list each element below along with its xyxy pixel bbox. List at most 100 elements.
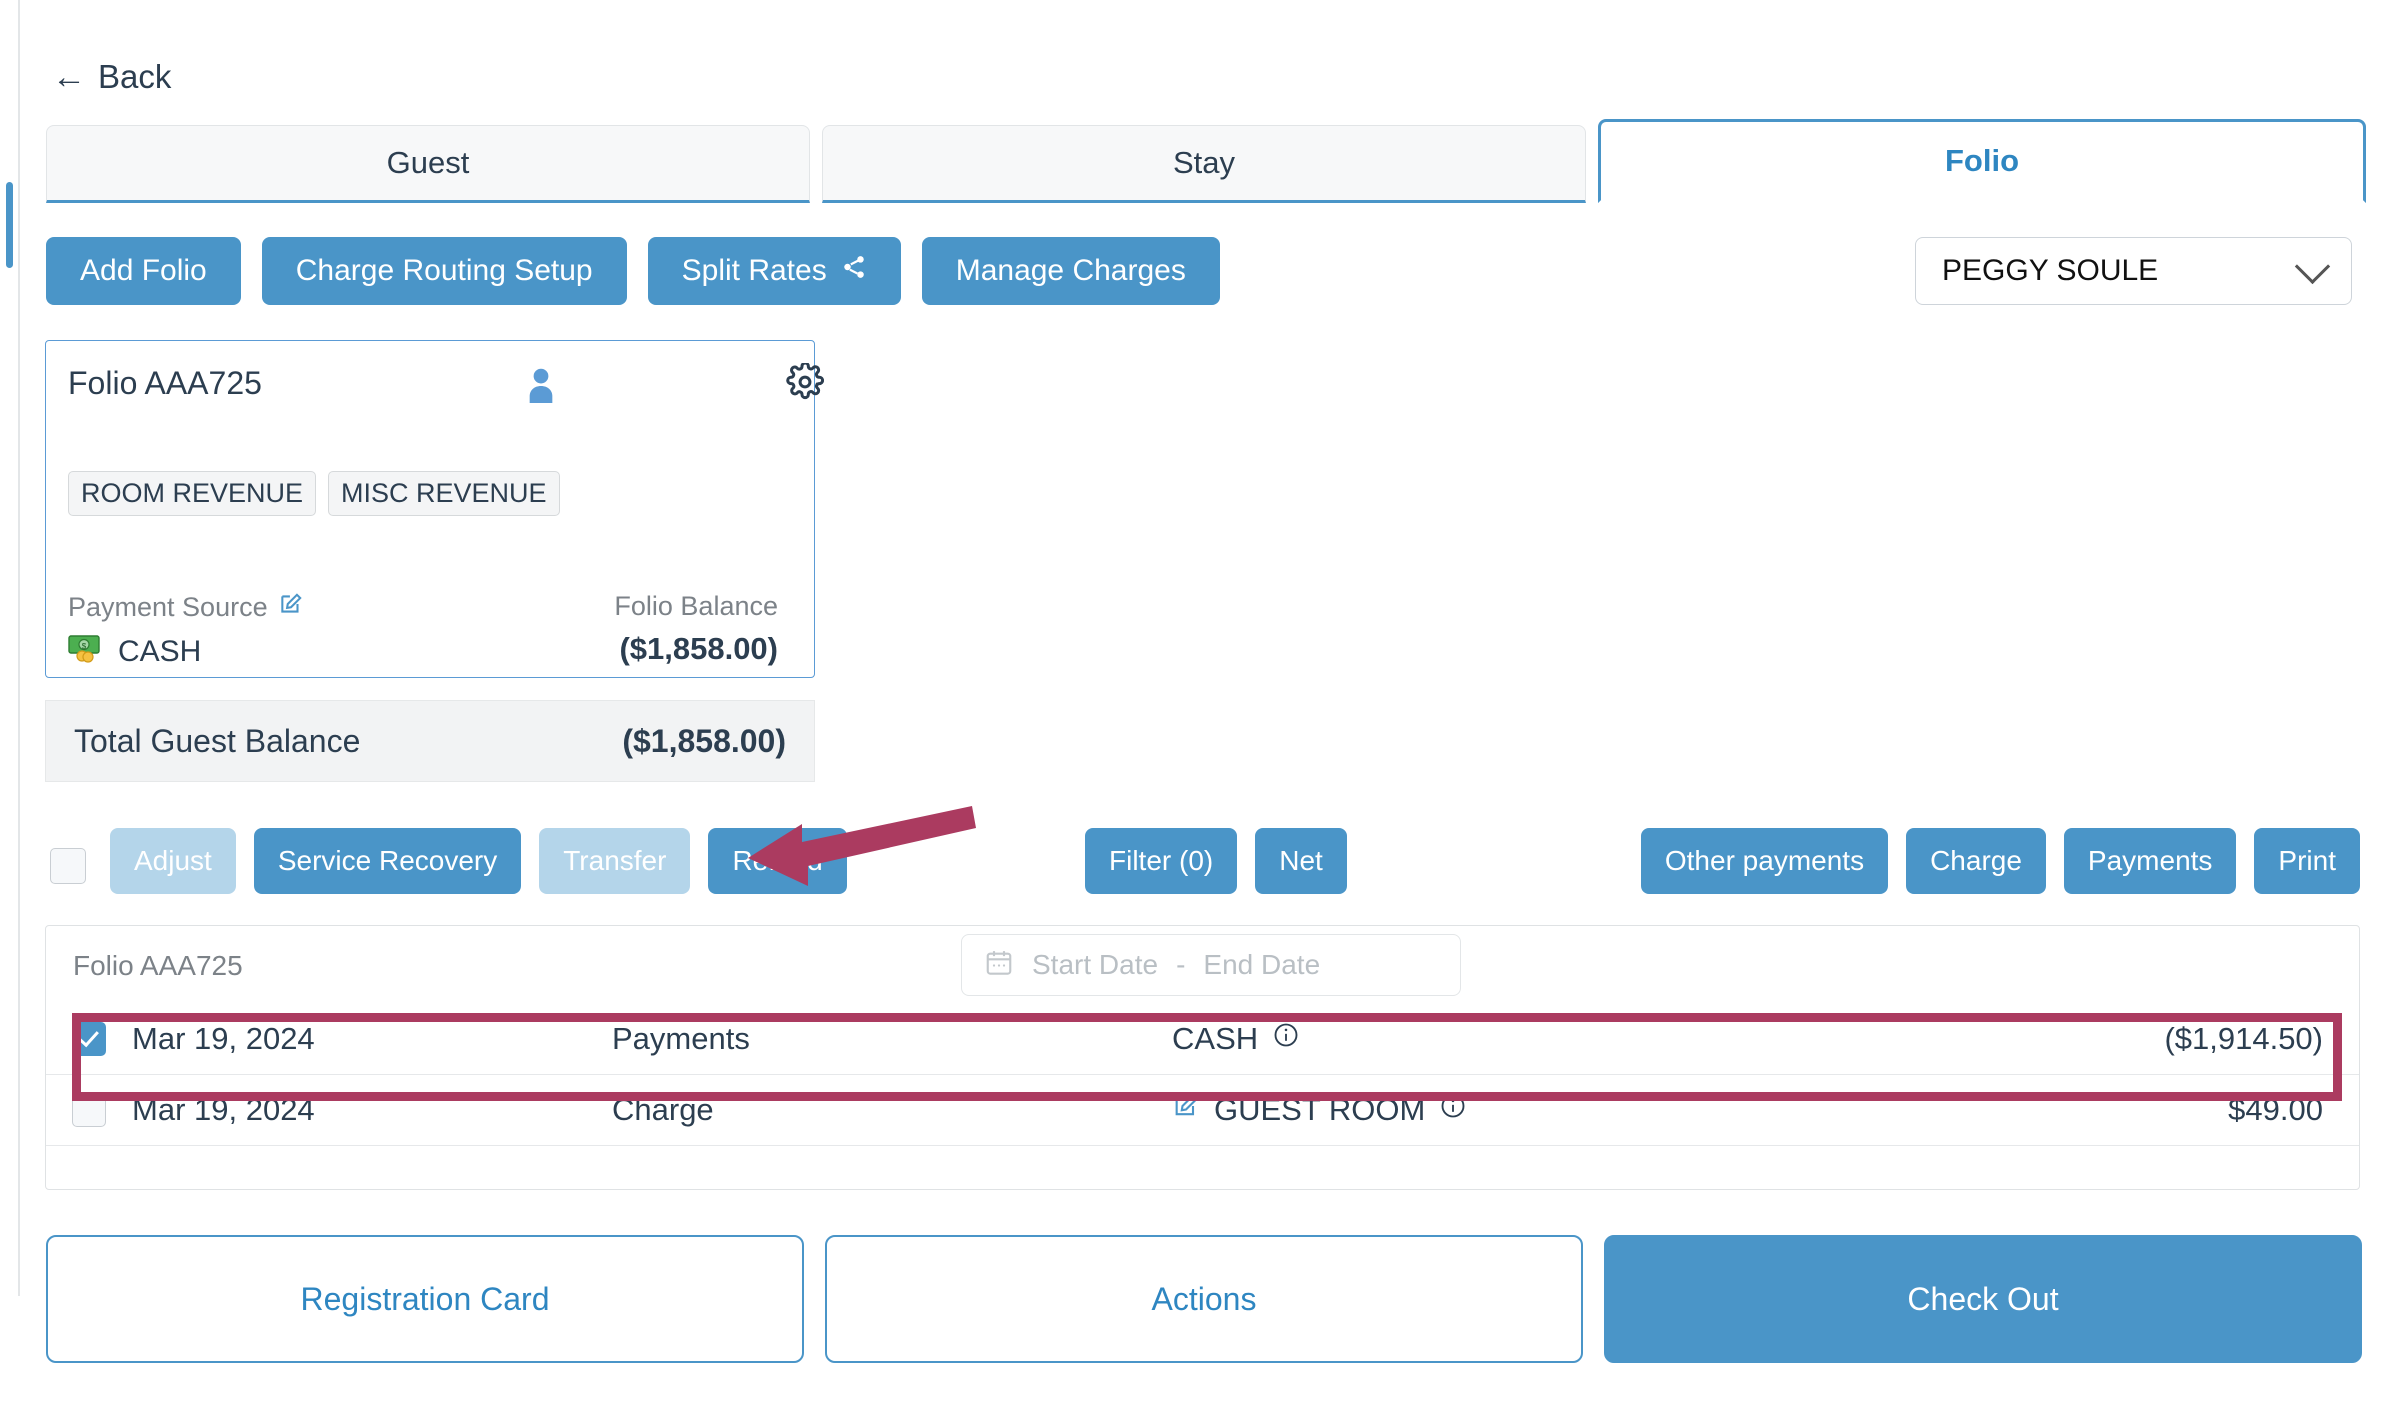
- start-date-input[interactable]: Start Date: [1032, 949, 1159, 980]
- footer-actions: Registration Card Actions Check Out: [46, 1235, 2362, 1363]
- tag-misc-revenue[interactable]: MISC REVENUE: [328, 471, 560, 516]
- net-label: Net: [1279, 845, 1323, 876]
- tag-room-revenue[interactable]: ROOM REVENUE: [68, 471, 317, 516]
- row-amount: $49.00: [2228, 1092, 2323, 1127]
- row-checkbox-cell: [46, 1093, 132, 1127]
- info-icon[interactable]: [1272, 1021, 1300, 1057]
- actions-button[interactable]: Actions: [825, 1235, 1583, 1363]
- folio-card: Folio AAA725 ROOM REVENUE MISC REVENUE P…: [45, 340, 824, 678]
- calendar-icon: [984, 948, 1014, 983]
- tab-folio[interactable]: Folio: [1598, 119, 2366, 203]
- add-folio-button[interactable]: Add Folio: [46, 237, 241, 305]
- toolbar-left-group: Adjust Service Recovery Transfer Refund: [110, 828, 847, 894]
- folio-balance-value: ($1,858.00): [619, 631, 778, 666]
- guest-select[interactable]: PEGGY SOULE: [1915, 237, 2352, 305]
- row-description: CASH: [1172, 1021, 1259, 1056]
- charge-routing-setup-button[interactable]: Charge Routing Setup: [261, 237, 627, 305]
- total-guest-balance-label: Total Guest Balance: [74, 722, 361, 759]
- table-header: Folio AAA725 Start Date - End Date: [46, 926, 2359, 1004]
- service-recovery-label: Service Recovery: [277, 845, 498, 876]
- info-icon[interactable]: [1439, 1092, 1467, 1128]
- folio-toolbar: Adjust Service Recovery Transfer Refund …: [45, 828, 2360, 904]
- share-icon: [841, 254, 867, 288]
- tab-folio-label: Folio: [1944, 143, 2020, 178]
- folio-revenue-tags: ROOM REVENUE MISC REVENUE: [68, 471, 560, 516]
- vertical-scrollbar-thumb[interactable]: [6, 182, 13, 268]
- tab-stay-label: Stay: [1172, 145, 1236, 180]
- toolbar-right-group: Other payments Charge Payments Print: [1640, 828, 2360, 894]
- table-row[interactable]: Mar 19, 2024 Charge GUEST ROOM $49.00: [46, 1075, 2359, 1146]
- payments-label: Payments: [2087, 845, 2213, 876]
- tab-guest-label: Guest: [386, 145, 470, 180]
- row-date: Mar 19, 2024: [132, 1021, 315, 1056]
- table-folio-label: Folio AAA725: [73, 950, 243, 981]
- select-all-checkbox[interactable]: [50, 848, 86, 884]
- check-out-label: Check Out: [1907, 1280, 2059, 1317]
- cash-icon: $: [68, 633, 104, 671]
- add-folio-label: Add Folio: [80, 254, 207, 287]
- person-icon: [524, 366, 558, 411]
- print-label: Print: [2278, 845, 2336, 876]
- payment-source-value: CASH: [118, 635, 202, 668]
- back-label: Back: [98, 58, 172, 95]
- other-payments-label: Other payments: [1664, 845, 1865, 876]
- date-range-separator: -: [1176, 949, 1186, 980]
- check-out-button[interactable]: Check Out: [1604, 1235, 2362, 1363]
- adjust-label: Adjust: [134, 845, 212, 876]
- filter-button[interactable]: Filter (0): [1085, 828, 1238, 894]
- row-checkbox-cell: [46, 1022, 132, 1056]
- end-date-input[interactable]: End Date: [1203, 949, 1321, 980]
- manage-charges-label: Manage Charges: [955, 254, 1186, 287]
- other-payments-button[interactable]: Other payments: [1640, 828, 1889, 894]
- payment-source-label-group: Payment Source: [68, 591, 304, 624]
- charge-button[interactable]: Charge: [1906, 828, 2046, 894]
- net-button[interactable]: Net: [1255, 828, 1347, 894]
- row-description-cell: CASH: [1172, 1021, 1993, 1057]
- manage-charges-button[interactable]: Manage Charges: [921, 237, 1220, 305]
- row-checkbox[interactable]: [72, 1093, 106, 1127]
- actions-label: Actions: [1151, 1280, 1257, 1317]
- back-button[interactable]: ← Back: [52, 58, 171, 96]
- refund-button[interactable]: Refund: [708, 828, 847, 894]
- row-type: Payments: [612, 1021, 750, 1056]
- tab-guest[interactable]: Guest: [46, 125, 810, 203]
- charge-routing-setup-label: Charge Routing Setup: [295, 254, 593, 287]
- folio-card-title: Folio AAA725: [68, 365, 262, 401]
- guest-select-value: PEGGY SOULE: [1942, 254, 2159, 287]
- adjust-button[interactable]: Adjust: [110, 828, 236, 894]
- table-row[interactable]: Mar 19, 2024 Payments CASH ($1,914.50): [46, 1004, 2359, 1075]
- transfer-button[interactable]: Transfer: [539, 828, 691, 894]
- arrow-left-icon: ←: [52, 58, 86, 96]
- registration-card-label: Registration Card: [300, 1280, 550, 1317]
- row-type: Charge: [612, 1092, 714, 1127]
- left-divider: [18, 0, 20, 1296]
- tab-bar: Guest Stay Folio: [46, 119, 2366, 203]
- total-guest-balance: Total Guest Balance ($1,858.00): [45, 700, 815, 782]
- folio-transactions-table: Folio AAA725 Start Date - End Date: [45, 925, 2360, 1190]
- filter-label: Filter (0): [1109, 845, 1214, 876]
- folio-action-buttons: Add Folio Charge Routing Setup Split Rat…: [46, 237, 1220, 305]
- row-description-cell: GUEST ROOM: [1172, 1092, 1993, 1128]
- edit-icon[interactable]: [278, 591, 304, 624]
- print-button[interactable]: Print: [2254, 828, 2360, 894]
- svg-text:$: $: [82, 642, 87, 651]
- gear-icon[interactable]: [786, 361, 824, 406]
- date-range-filter[interactable]: Start Date - End Date: [961, 934, 1461, 996]
- row-description: GUEST ROOM: [1214, 1092, 1426, 1127]
- registration-card-button[interactable]: Registration Card: [46, 1235, 804, 1363]
- row-date: Mar 19, 2024: [132, 1092, 315, 1127]
- tab-stay[interactable]: Stay: [822, 125, 1586, 203]
- payment-source-label: Payment Source: [68, 592, 268, 622]
- split-rates-button[interactable]: Split Rates: [647, 237, 901, 305]
- edit-icon[interactable]: [1172, 1092, 1200, 1128]
- charge-label: Charge: [1930, 845, 2022, 876]
- refund-label: Refund: [732, 845, 823, 876]
- payments-button[interactable]: Payments: [2063, 828, 2237, 894]
- folio-balance-label: Folio Balance: [614, 591, 778, 621]
- row-checkbox[interactable]: [72, 1022, 106, 1056]
- payment-source-value-group: $ CASH: [68, 633, 201, 671]
- service-recovery-button[interactable]: Service Recovery: [253, 828, 522, 894]
- total-guest-balance-value: ($1,858.00): [622, 722, 786, 759]
- row-amount: ($1,914.50): [2164, 1021, 2323, 1056]
